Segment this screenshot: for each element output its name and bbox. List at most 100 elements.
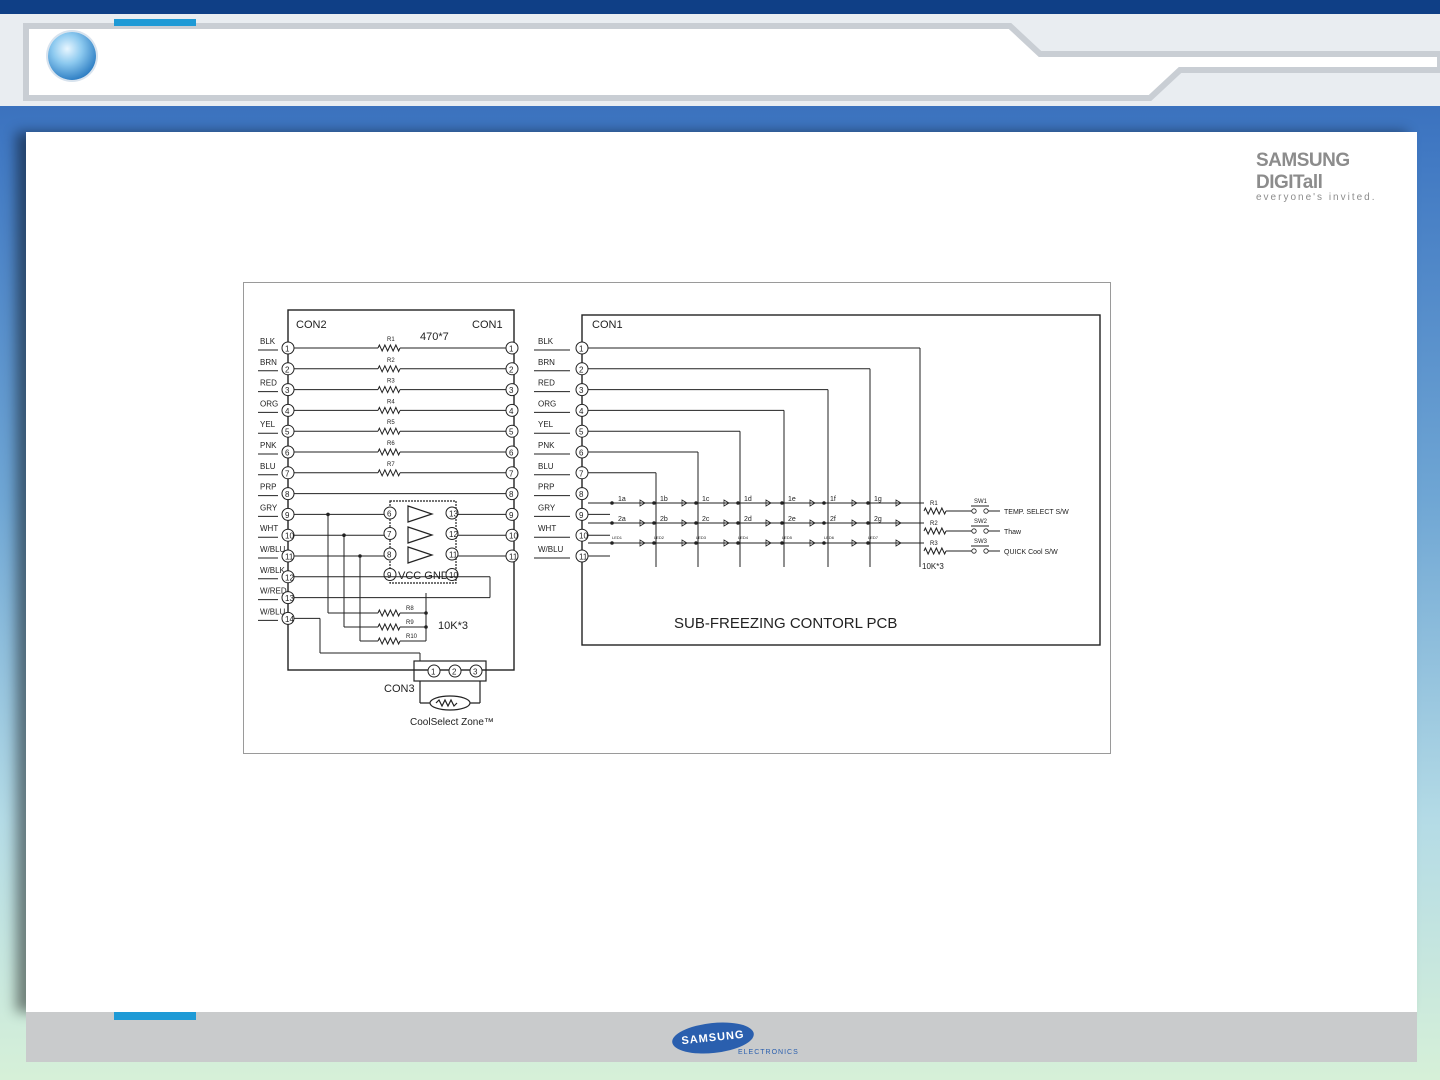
diode-icon (681, 539, 688, 547)
con2-pin-5-num: 5 (285, 428, 290, 437)
con1-left-pin-8-num: 8 (509, 490, 514, 499)
led-label: LED2 (654, 535, 665, 540)
con1-right-pin-9-num: 9 (579, 511, 584, 520)
mid-wire-label: ORG (538, 399, 556, 408)
pcb-resistor-R3 (923, 546, 947, 556)
ic-pin-left-8 (383, 547, 397, 561)
switch-contact (971, 508, 977, 514)
header-band (0, 14, 1440, 106)
diode-icon (809, 499, 816, 507)
diode-icon (681, 519, 688, 527)
ic-pin-right-12 (445, 527, 459, 540)
con3-pin-1 (427, 664, 441, 678)
led-label: 2d (744, 516, 752, 523)
mid-wire-label: YEL (538, 420, 554, 429)
diode-icon (809, 519, 816, 527)
con2-pin-4-num: 4 (285, 407, 290, 416)
resistor-label: R3 (387, 379, 395, 385)
con2-pin-10-num: 10 (285, 532, 294, 541)
diode-icon (851, 539, 858, 547)
vcc-gnd-label: VCC GND (398, 570, 449, 582)
led-label: LED6 (824, 535, 835, 540)
junction-dot (610, 541, 614, 545)
con1-left-pin-4-num: 4 (509, 407, 514, 416)
diode-icon (809, 539, 816, 547)
left-wire-label: RED (260, 379, 277, 388)
brand-tagline: everyone's invited. (1256, 192, 1377, 203)
con2-pin-3-num: 3 (285, 386, 290, 395)
resistor-R9 (377, 622, 401, 632)
diode-icon (895, 539, 902, 547)
con1-right-pin-11-num: 11 (579, 553, 588, 562)
con2-pin-2-num: 2 (285, 365, 290, 374)
con1-right-pin-5-num: 5 (579, 428, 584, 437)
diode-icon (639, 539, 646, 547)
switch-label: QUICK Cool S/W (1004, 549, 1058, 556)
top-bar (0, 0, 1440, 14)
ic-pin-left-8-num: 8 (387, 551, 392, 560)
ic-pin-right-10-num: 10 (449, 571, 458, 580)
resistor-R6 (377, 447, 401, 457)
led-label: LED5 (782, 535, 793, 540)
switch-contact (971, 548, 977, 554)
diode-icon (765, 539, 772, 547)
left-wire-label: W/RED (260, 587, 287, 596)
resistor-label: R5 (387, 420, 395, 426)
diode-icon (895, 519, 902, 527)
led-label: 2a (618, 516, 626, 523)
con1-right-pin-1-num: 1 (579, 345, 584, 354)
mid-wire-label: RED (538, 379, 555, 388)
pcb-board-outline (581, 314, 1101, 646)
resistor-R3 (377, 385, 401, 394)
led-label: 1f (830, 496, 836, 503)
mid-wire-label: PRP (538, 483, 554, 492)
ic-pin-left-6 (383, 506, 397, 520)
mid-wire-label: W/BLU (538, 545, 564, 554)
pcb-label: SUB-FREEZING CONTORL PCB (674, 615, 897, 632)
led-label: LED1 (612, 535, 623, 540)
pcb-resistor-label: R3 (930, 541, 938, 547)
ic-pin-right-13 (445, 506, 459, 520)
diode-icon (851, 519, 858, 527)
left-wire-label: BRN (260, 358, 277, 367)
resistor-R2 (377, 364, 401, 374)
ic-pin-right-13-num: 13 (449, 510, 458, 519)
switch-contact (971, 528, 977, 534)
resistor-R7 (377, 468, 401, 478)
junction-dot (694, 521, 698, 525)
mid-wire-label: BRN (538, 358, 555, 367)
ic-pin-right-11-num: 11 (449, 551, 458, 560)
header-accent-bar (114, 19, 196, 26)
resistor-label: R7 (387, 462, 395, 468)
left-wire-label: W/BLU (260, 545, 286, 554)
junction-dot (822, 541, 826, 545)
left-wire-label: PNK (260, 441, 277, 450)
con3-connector (413, 660, 487, 711)
left-wire-label: BLK (260, 337, 276, 346)
resistor-label: R4 (387, 399, 395, 405)
resistor-label: R1 (387, 337, 395, 343)
ic-pin-left-7 (383, 527, 397, 540)
junction-dot (326, 512, 330, 517)
mid-wire-label: WHT (538, 524, 556, 533)
junction-dot (424, 625, 428, 629)
left-wire-label: ORG (260, 399, 278, 408)
led-label: 1g (874, 496, 882, 503)
junction-dot (866, 501, 870, 505)
diode-icon (723, 499, 730, 507)
junction-dot (694, 501, 698, 505)
con1-right-pin-4-num: 4 (579, 407, 584, 416)
mid-wire-label: BLK (538, 337, 554, 346)
junction-dot (652, 501, 656, 505)
junction-dot (424, 611, 428, 615)
footer-accent-bar (114, 1012, 196, 1020)
junction-dot (342, 533, 346, 537)
con1-right-pin-10-num: 10 (579, 532, 588, 541)
con1-left-pin-9-num: 9 (509, 511, 514, 520)
samsung-footer-sub: ELECTRONICS (738, 1049, 799, 1056)
junction-dot (866, 521, 870, 525)
led-label: 1c (702, 496, 710, 503)
resistor-R4 (377, 406, 401, 415)
led-label: 1a (618, 496, 626, 503)
con1-left-pin-5-num: 5 (509, 428, 514, 437)
